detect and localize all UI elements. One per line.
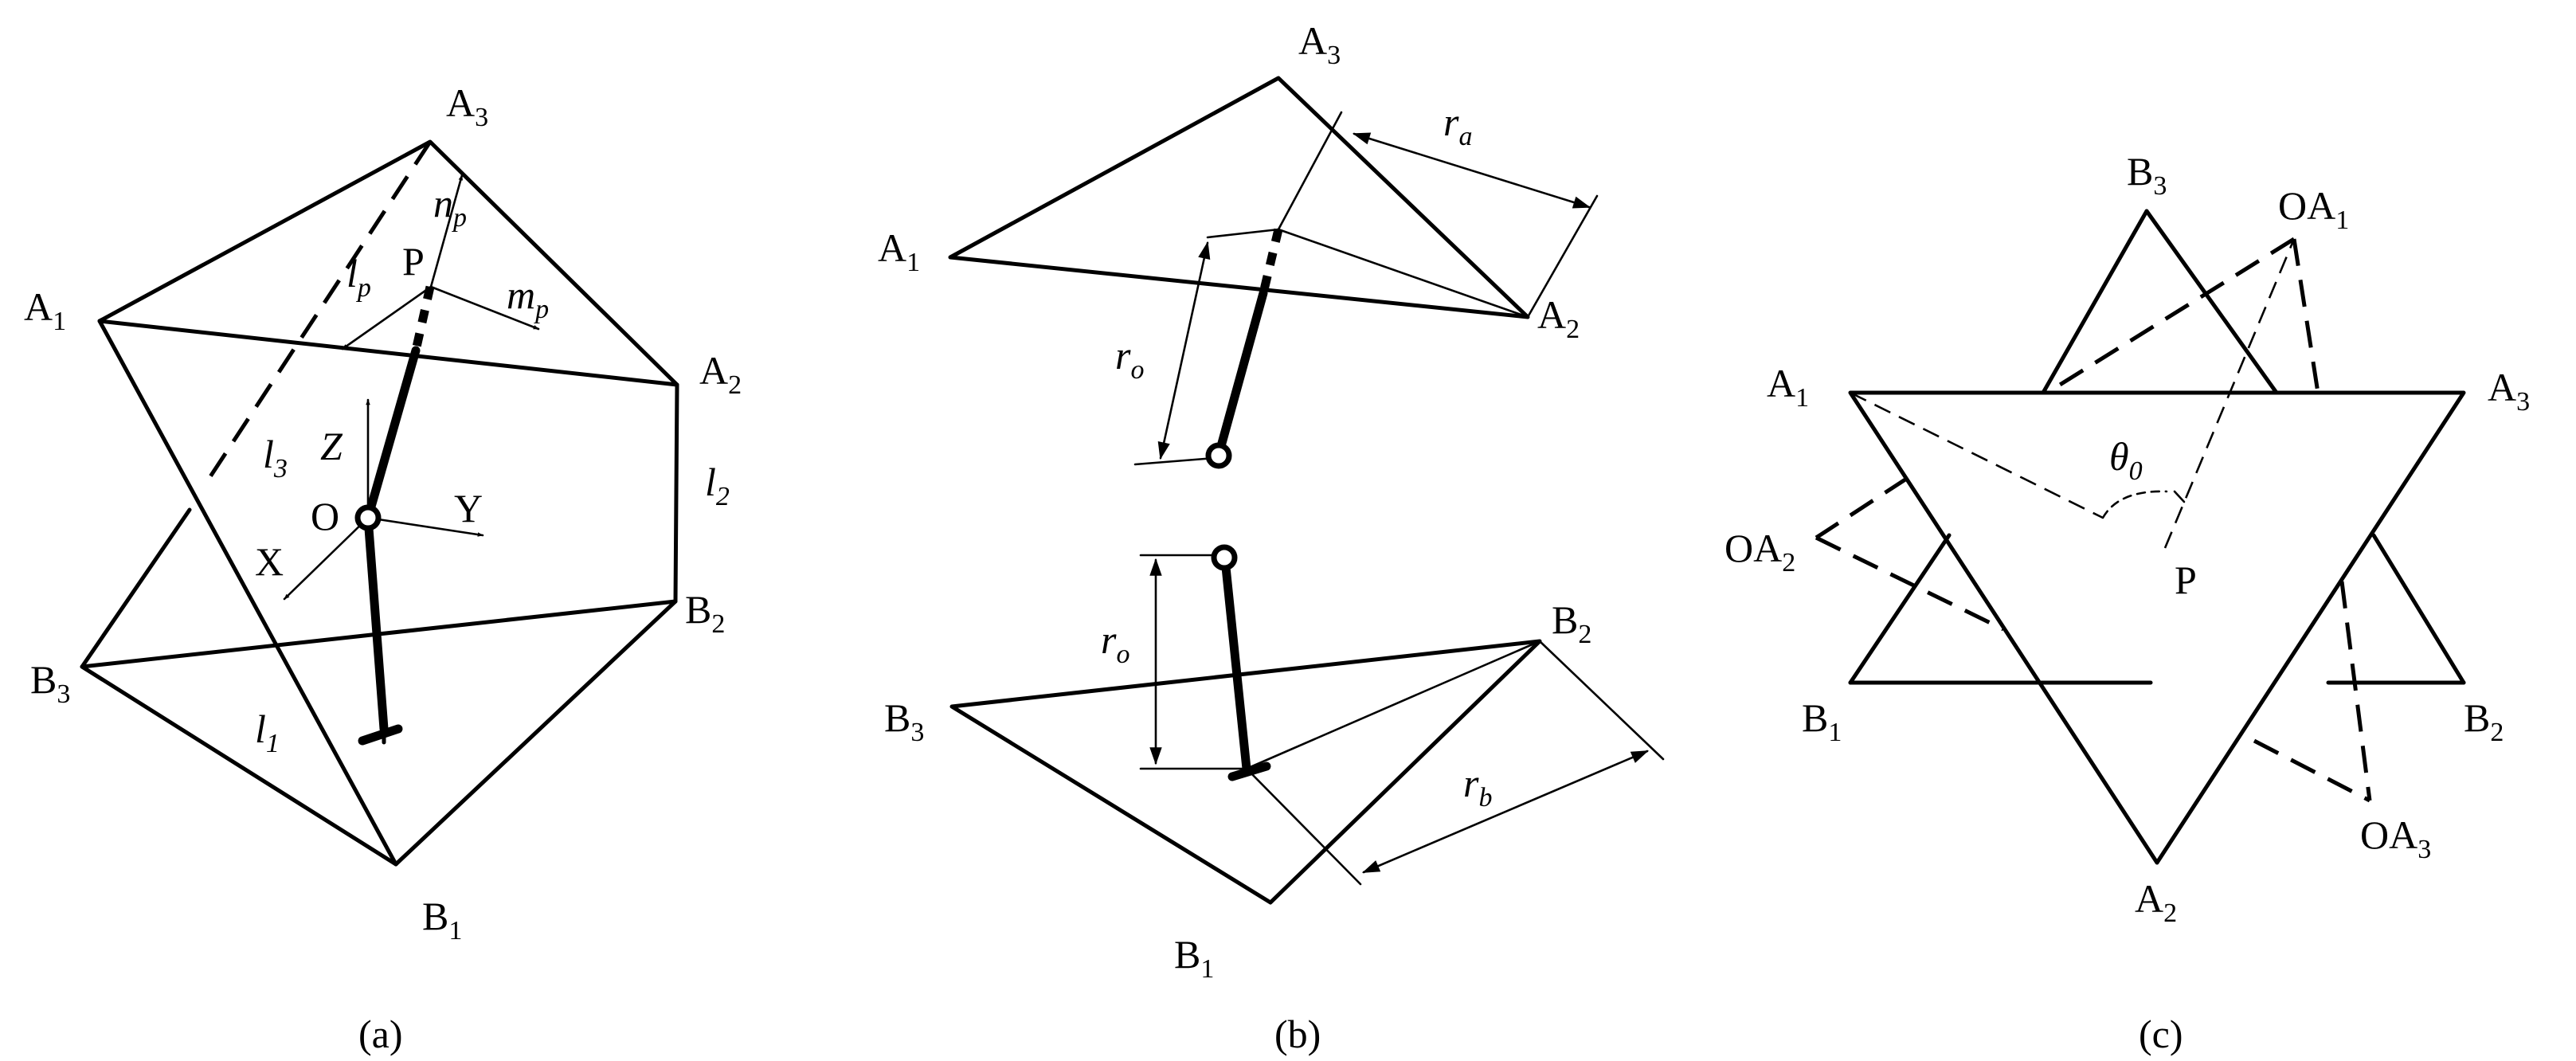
oa1-right-dashed bbox=[2292, 238, 2320, 393]
ra-radius-line bbox=[1277, 228, 1529, 319]
label-a3-a: A3 bbox=[446, 80, 488, 132]
upper-platform-b bbox=[948, 76, 1530, 319]
rb-extension-left bbox=[1245, 767, 1362, 886]
lower-leg-b bbox=[1221, 562, 1251, 773]
label-ra: ra bbox=[1443, 100, 1472, 151]
label-l2: l2 bbox=[705, 460, 730, 511]
mp-arrow bbox=[429, 285, 540, 331]
theta-arc bbox=[2101, 490, 2168, 519]
lower-leg-foot-b bbox=[1227, 761, 1271, 781]
caption-a: (a) bbox=[358, 1012, 403, 1056]
upper-leg-hidden-b bbox=[1259, 228, 1283, 295]
label-l1: l1 bbox=[255, 707, 280, 758]
label-a2-c: A2 bbox=[2135, 876, 2177, 928]
oa2-lower-dashed bbox=[1815, 535, 2005, 632]
x-axis-arrow bbox=[283, 516, 370, 601]
leg-l3-hidden-a bbox=[201, 140, 433, 489]
label-mp: mp bbox=[507, 272, 549, 324]
label-p-c: P bbox=[2175, 558, 2197, 602]
label-ro-lower: ro bbox=[1101, 617, 1129, 669]
panel-c: A1 A2 A3 B1 B2 B3 OA1 OA2 OA3 P θ0 (c) bbox=[1725, 149, 2530, 1056]
ra-dimension-arrow bbox=[1352, 132, 1591, 209]
lower-triangle-b2-edge bbox=[2371, 533, 2466, 685]
label-b1-c: B1 bbox=[1802, 695, 1842, 747]
upper-joint-b bbox=[1205, 442, 1232, 469]
right-angle-mark bbox=[2173, 490, 2186, 503]
ro-upper-extension-bottom bbox=[1133, 456, 1216, 466]
label-o-a: O bbox=[311, 494, 339, 538]
label-a1-a: A1 bbox=[24, 284, 66, 336]
label-x-axis: X bbox=[255, 539, 284, 584]
label-a1-b: A1 bbox=[878, 225, 920, 277]
leg-l2-a bbox=[673, 382, 679, 604]
label-a3-b: A3 bbox=[1298, 18, 1341, 70]
ro-upper-extension-top bbox=[1206, 228, 1280, 239]
label-b2-a: B2 bbox=[685, 587, 725, 639]
label-a3-c: A3 bbox=[2488, 365, 2530, 417]
label-theta: θ0 bbox=[2109, 434, 2143, 486]
lower-triangle-b3-left bbox=[2041, 209, 2149, 395]
label-b2-b: B2 bbox=[1552, 597, 1591, 649]
upper-leg-b bbox=[1216, 288, 1268, 451]
p-to-oa1-dashed bbox=[2163, 238, 2296, 549]
oa2-upper-dashed bbox=[1815, 476, 1909, 540]
label-oa1: OA1 bbox=[2278, 183, 2349, 235]
rb-dimension-arrow bbox=[1361, 750, 1650, 874]
lp-arrow bbox=[341, 285, 433, 350]
upper-platform-a bbox=[97, 139, 679, 387]
oa3-lower-dashed bbox=[2253, 738, 2371, 803]
label-a2-b: A2 bbox=[1537, 292, 1580, 344]
oa3-right-dashed bbox=[2339, 581, 2372, 801]
label-lp: lp bbox=[346, 251, 371, 303]
label-y-axis: Y bbox=[454, 486, 483, 530]
panel-b: A1 A2 A3 B1 B2 B3 ra ro ro rb (b) bbox=[878, 18, 1665, 1056]
rb-radius-line bbox=[1245, 640, 1541, 770]
rb-extension-right bbox=[1538, 640, 1665, 761]
ra-extension-top bbox=[1277, 111, 1343, 231]
ro-upper-dimension-arrow bbox=[1157, 241, 1211, 460]
label-a2-a: A2 bbox=[699, 348, 742, 400]
label-b3-a: B3 bbox=[30, 657, 70, 709]
lower-joint-b bbox=[1211, 544, 1238, 571]
label-p-a: P bbox=[402, 239, 425, 284]
label-b3-b: B3 bbox=[884, 695, 924, 747]
label-z-axis: Z bbox=[320, 424, 343, 468]
label-a1-c: A1 bbox=[1767, 361, 1809, 413]
leg-l1-a bbox=[97, 319, 398, 867]
central-leg-upper-a bbox=[363, 346, 421, 523]
lower-triangle-b1-edge bbox=[1848, 533, 1952, 685]
oa1-left-dashed bbox=[2046, 237, 2296, 395]
label-ro-upper: ro bbox=[1115, 333, 1144, 385]
caption-b: (b) bbox=[1274, 1012, 1321, 1056]
label-oa2: OA2 bbox=[1725, 526, 1795, 577]
leg-l3-a bbox=[80, 507, 192, 669]
label-b3-c: B3 bbox=[2127, 149, 2167, 201]
label-b1-b: B1 bbox=[1174, 932, 1214, 984]
panel-a: A1 A2 A3 B1 B2 B3 P O np lp mp Z Y X l1 … bbox=[24, 80, 742, 1056]
label-oa3: OA3 bbox=[2360, 812, 2431, 864]
central-leg-lower-a bbox=[363, 513, 389, 734]
label-np: np bbox=[433, 181, 467, 233]
central-leg-hidden-a bbox=[411, 285, 435, 352]
origin-joint-a bbox=[354, 504, 382, 531]
label-rb: rb bbox=[1463, 761, 1492, 812]
label-l3: l3 bbox=[263, 432, 288, 484]
label-b1-a: B1 bbox=[422, 894, 462, 946]
upper-triangle-c bbox=[1848, 390, 2466, 865]
y-axis-arrow bbox=[366, 516, 484, 537]
label-b2-c: B2 bbox=[2464, 695, 2504, 747]
central-leg-foot-a bbox=[358, 724, 403, 746]
lower-triangle-b3-right bbox=[2144, 209, 2279, 395]
np-arrow bbox=[429, 174, 464, 288]
p-to-a1-dashed bbox=[1850, 391, 2104, 519]
ra-extension-right bbox=[1526, 194, 1599, 319]
caption-c: (c) bbox=[2139, 1012, 2183, 1056]
